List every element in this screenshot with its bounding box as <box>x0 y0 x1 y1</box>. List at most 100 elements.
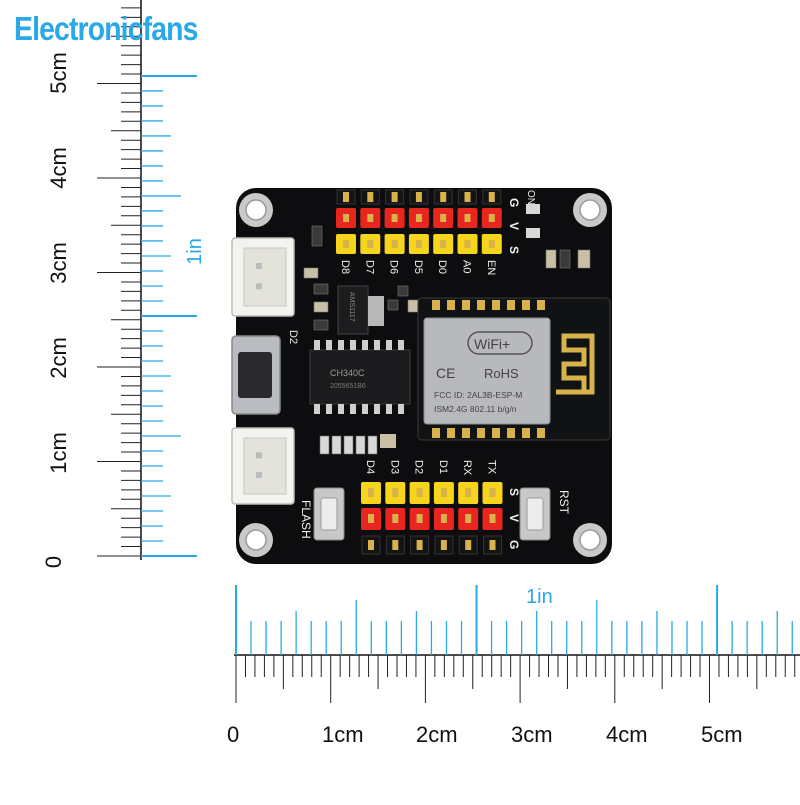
module-pad <box>507 300 515 310</box>
horizontal-ruler <box>234 585 800 703</box>
top-header-red-pin-metal <box>488 214 495 222</box>
top-header-red-pin-metal <box>464 214 471 222</box>
smd-component <box>303 267 319 279</box>
top-pin-label: D6 <box>388 260 400 274</box>
voltage-regulator <box>337 285 369 335</box>
bottom-header-black-pin-metal <box>392 540 399 550</box>
top-header-black-pin-metal <box>343 192 349 202</box>
bottom-header-black-pin-metal <box>368 540 374 550</box>
regulator-text: AMS1117 <box>348 292 355 322</box>
hruler-label-1: 1cm <box>322 722 364 747</box>
bottom-header-red-pin-metal <box>440 514 447 523</box>
top-header-yellow-pin-metal <box>343 240 349 248</box>
vruler-label-0: 0 <box>41 555 67 569</box>
smd-component <box>313 319 329 331</box>
top-row-label: S <box>507 246 521 254</box>
smd-component <box>545 249 557 269</box>
top-header-red-pin-metal <box>367 214 374 222</box>
chip-pin <box>398 340 404 350</box>
top-header-yellow-pin-metal <box>391 240 398 248</box>
hruler-label-0: 0 <box>227 722 240 747</box>
chip-pin <box>398 404 404 414</box>
regulator-tab <box>368 296 384 326</box>
bottom-header-yellow-pin-metal <box>440 488 447 497</box>
module-fcc-id: FCC ID: 2AL3B-ESP-M <box>434 390 522 400</box>
module-ce-mark: CE <box>436 365 455 381</box>
top-header-black-pin-metal <box>415 192 422 202</box>
bottom-header-yellow-pin-metal <box>416 488 423 497</box>
module-logo-frame <box>467 331 533 355</box>
mount-hole <box>579 199 601 221</box>
bottom-pin-label: D4 <box>364 460 376 474</box>
smd-component <box>313 283 329 295</box>
module-logo: WiFi+ <box>474 336 510 352</box>
smd-component <box>313 301 329 313</box>
bottom-pin-label: D2 <box>413 460 425 474</box>
top-header-yellow-pin-metal <box>488 240 495 248</box>
mount-hole <box>579 529 601 551</box>
vertical-ruler <box>97 0 197 560</box>
module-pad <box>492 428 500 438</box>
chip-pin <box>374 340 380 350</box>
bottom-header-black-pin-metal <box>416 540 423 550</box>
resistor-array-element <box>319 435 330 455</box>
top-header-black-pin-metal <box>464 192 471 202</box>
vruler-label-2: 2cm <box>45 337 71 379</box>
bottom-row-label: S <box>507 488 521 496</box>
chip-text: CH340C <box>330 368 365 378</box>
led-label: ON <box>525 190 536 205</box>
chip-pin <box>338 404 344 414</box>
hruler-label-5: 5cm <box>701 722 743 747</box>
module-pad <box>447 300 455 310</box>
power-connector-pin <box>256 283 262 290</box>
top-header-red-pin-metal <box>343 214 349 222</box>
top-header-black-pin-metal <box>488 192 495 202</box>
smd-component <box>577 249 591 269</box>
top-pin-label: A0 <box>461 260 473 273</box>
bottom-pin-label: D3 <box>388 460 400 474</box>
chip-pin <box>374 404 380 414</box>
bottom-pin-label: TX <box>486 460 498 475</box>
bottom-header-red-pin-metal <box>392 514 399 523</box>
module-pad <box>462 300 470 310</box>
bottom-header-red-pin-metal <box>465 514 472 523</box>
bottom-header-black-pin-metal <box>489 540 496 550</box>
module-pad <box>477 428 485 438</box>
chip-pin <box>326 340 332 350</box>
power-connector-pin <box>256 262 262 269</box>
signal-connector-inner <box>243 437 287 495</box>
bottom-pin-label: D1 <box>437 460 449 474</box>
hruler-label-3: 3cm <box>511 722 553 747</box>
bottom-header-yellow-pin-metal <box>465 488 472 497</box>
chip-pin <box>386 340 392 350</box>
micro-usb-opening <box>238 352 272 398</box>
hruler-inch-label: 1in <box>526 586 553 608</box>
module-pad <box>537 300 545 310</box>
top-header-yellow-pin-metal <box>440 240 447 248</box>
chip-pin <box>326 404 332 414</box>
top-header-red-pin-metal <box>391 214 398 222</box>
resistor-array-element <box>343 435 354 455</box>
chip-subtext: 2055651B6 <box>330 383 366 390</box>
flash-button-cap <box>320 497 338 531</box>
bottom-pin-label: RX <box>461 460 473 476</box>
module-pad <box>522 300 530 310</box>
bottom-row-label: V <box>507 514 521 522</box>
module-ism: ISM2.4G 802.11 b/g/n <box>434 404 517 414</box>
power-connector-inner <box>243 247 287 307</box>
rst-label: RST <box>557 490 571 515</box>
module-pad <box>537 428 545 438</box>
top-pin-label: D8 <box>339 260 351 274</box>
vruler-inch-label: 1in <box>183 238 206 265</box>
vruler-label-5: 5cm <box>45 52 71 94</box>
bottom-header-red-pin-metal <box>416 514 423 523</box>
reset-button-cap <box>526 497 544 531</box>
chip-pin <box>350 340 356 350</box>
chip-pin <box>314 340 320 350</box>
module-pad <box>432 300 440 310</box>
chip-pin <box>386 404 392 414</box>
bottom-header-yellow-pin-metal <box>368 488 374 497</box>
usb-label: D2 <box>287 330 299 344</box>
